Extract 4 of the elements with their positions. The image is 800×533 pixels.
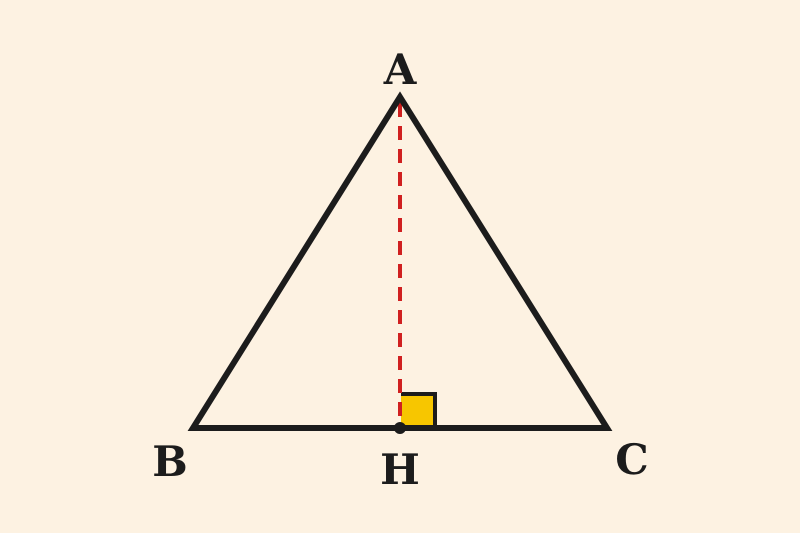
- vertex-label: C: [615, 439, 649, 481]
- vertex-label: B: [152, 441, 188, 483]
- vertex-label: A: [384, 49, 416, 91]
- vertex-label: H: [380, 449, 420, 491]
